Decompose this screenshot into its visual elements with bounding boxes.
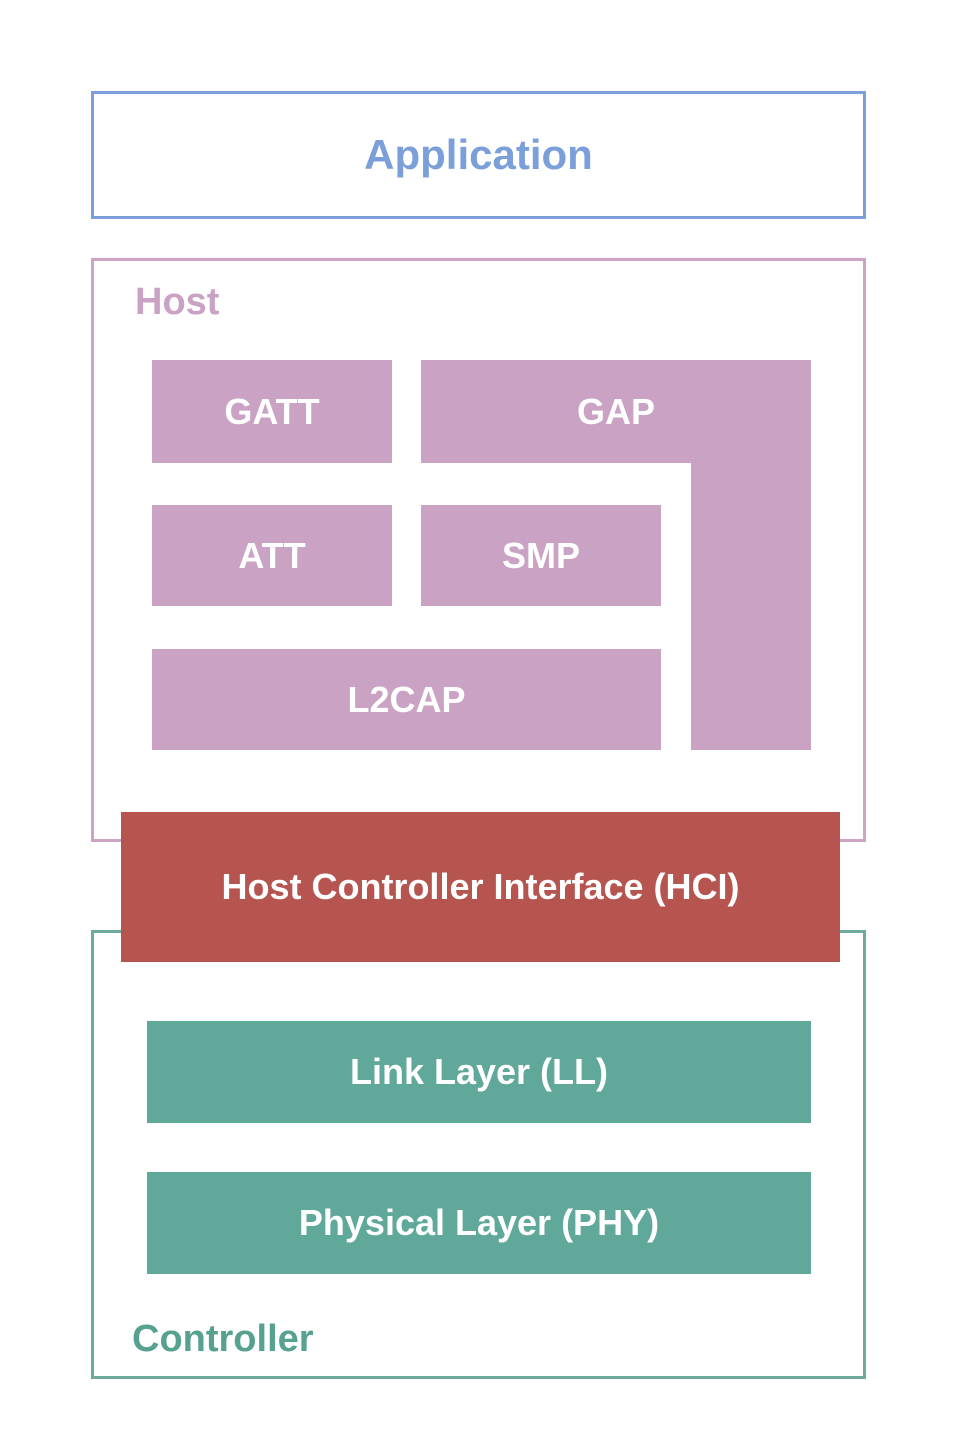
link-layer-label: Link Layer (LL) bbox=[349, 1051, 609, 1092]
gatt-block: GATT bbox=[152, 360, 392, 463]
physical-layer-label: Physical Layer (PHY) bbox=[298, 1202, 660, 1243]
host-section-box: Host GATT GAP ATT SMP L2CAP bbox=[91, 258, 866, 842]
host-label: Host bbox=[135, 281, 220, 323]
gatt-label: GATT bbox=[224, 390, 320, 432]
l2cap-block: L2CAP bbox=[152, 649, 661, 750]
controller-section-box: Link Layer (LL) Physical Layer (PHY) Con… bbox=[91, 930, 866, 1379]
controller-label: Controller bbox=[132, 1318, 314, 1360]
application-layer-box: Application bbox=[91, 91, 866, 219]
hci-label: Host Controller Interface (HCI) bbox=[221, 866, 740, 907]
gap-block: GAP bbox=[421, 360, 811, 463]
physical-layer-block: Physical Layer (PHY) bbox=[147, 1172, 811, 1274]
att-block: ATT bbox=[152, 505, 392, 606]
application-label: Application bbox=[364, 131, 593, 178]
smp-label: SMP bbox=[501, 534, 580, 576]
att-label: ATT bbox=[238, 534, 306, 576]
hci-block: Host Controller Interface (HCI) bbox=[121, 812, 840, 962]
link-layer-block: Link Layer (LL) bbox=[147, 1021, 811, 1123]
l2cap-label: L2CAP bbox=[347, 678, 466, 720]
smp-block: SMP bbox=[421, 505, 661, 606]
gap-block-column bbox=[691, 460, 811, 750]
gap-label: GAP bbox=[576, 390, 655, 432]
